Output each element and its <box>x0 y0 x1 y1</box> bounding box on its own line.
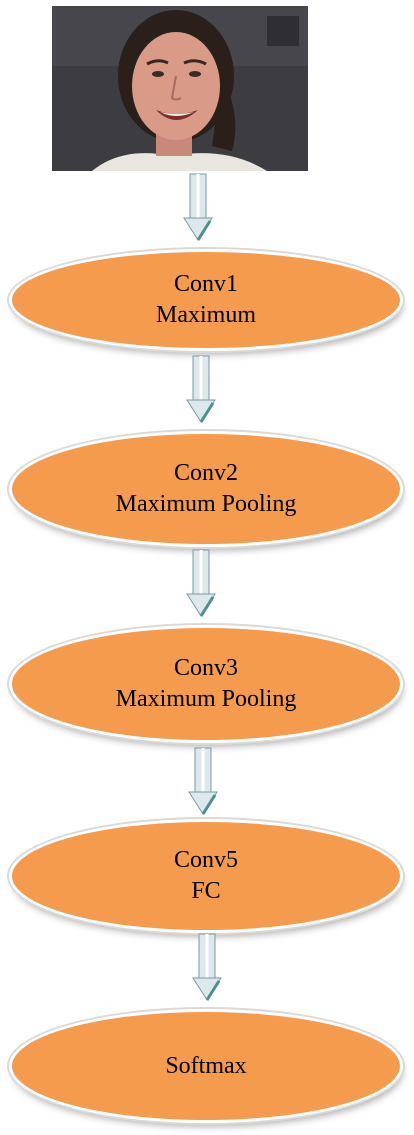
node-conv2-subtitle: Maximum Pooling <box>115 491 297 517</box>
node-softmax-title: Softmax <box>165 1052 247 1079</box>
flow-arrow-2 <box>181 355 221 426</box>
node-conv3-subtitle: Maximum Pooling <box>115 686 297 712</box>
node-softmax: Softmax <box>12 1012 400 1120</box>
flow-arrow-3 <box>181 549 221 620</box>
node-conv1-title: Conv1 <box>173 271 238 297</box>
flow-arrow-5 <box>187 933 227 1004</box>
node-conv2-title: Conv2 <box>173 460 238 486</box>
node-conv1-subtitle: Maximum <box>156 302 256 328</box>
flow-arrow-1 <box>178 173 218 244</box>
flow-arrow-4 <box>183 747 223 818</box>
node-conv3-title: Conv3 <box>173 655 238 681</box>
node-conv5-subtitle: FC <box>191 878 221 904</box>
node-conv5: Conv5 FC <box>12 822 400 930</box>
node-conv3: Conv3 Maximum Pooling <box>12 628 400 740</box>
node-conv1: Conv1 Maximum <box>12 252 400 348</box>
input-face-photo <box>52 6 308 171</box>
node-conv5-title: Conv5 <box>173 847 238 873</box>
node-conv2: Conv2 Maximum Pooling <box>12 434 400 544</box>
face-photo-icon <box>52 6 308 171</box>
